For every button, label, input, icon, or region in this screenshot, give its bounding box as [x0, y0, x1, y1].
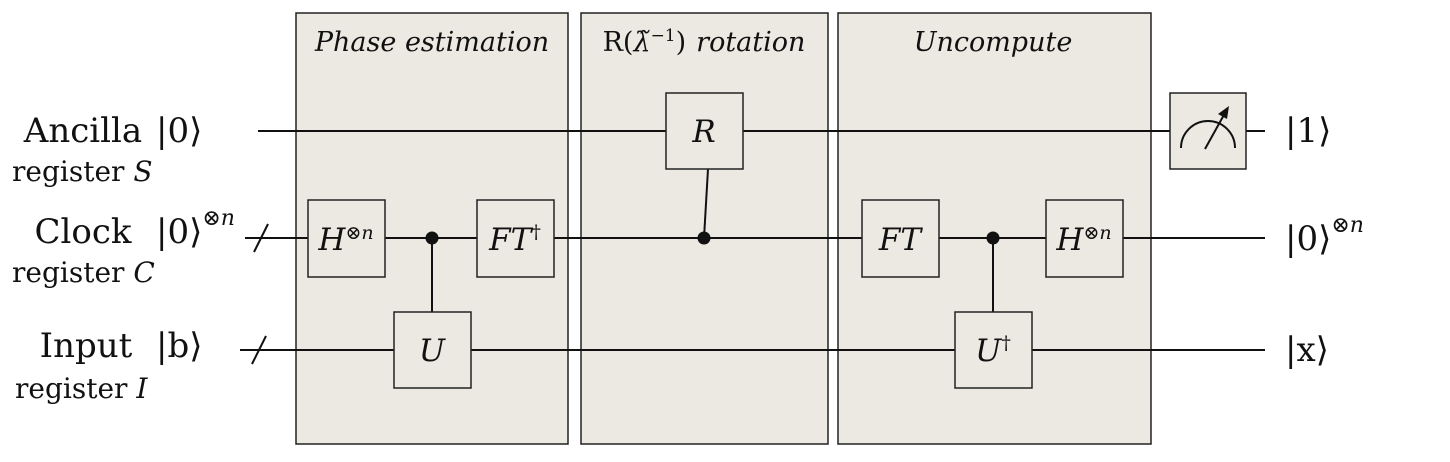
control-dot-u-dagger [986, 231, 1000, 245]
measurement-dial-arc [1180, 120, 1236, 149]
register-name-input: Input [40, 326, 133, 366]
register-label-clock: Clock |0⟩⊗n register C [12, 206, 235, 289]
output-state-clock: |0⟩⊗n [1285, 213, 1364, 259]
gate-ft: FT [861, 199, 940, 278]
gate-r-label: R [691, 114, 715, 150]
control-dot-u [425, 231, 439, 245]
gate-u: U [393, 311, 472, 389]
register-state-input: |b⟩ [156, 326, 202, 366]
gate-h-phase-estimation: H⊗n [307, 199, 386, 278]
register-name-clock: Clock [34, 212, 131, 252]
register-state-ancilla: |0⟩ [156, 111, 202, 151]
gate-ft-box [861, 199, 940, 278]
register-sub-input: register I [15, 372, 148, 405]
gate-h-box [307, 199, 386, 278]
gate-h-label: H⊗n [317, 222, 373, 258]
output-state-input: |x⟩ [1285, 330, 1329, 370]
clock-bundle-slash [253, 223, 269, 253]
output-state-ancilla: |1⟩ [1285, 111, 1331, 151]
measurement-icon [1169, 92, 1247, 170]
register-label-ancilla: Ancilla |0⟩ register S [12, 111, 202, 188]
register-label-input: Input |b⟩ register I [15, 326, 202, 405]
measurement-needle-arrow [1218, 106, 1229, 119]
register-sub-clock: register C [12, 256, 155, 289]
gate-r: R [665, 92, 744, 170]
control-line-r [703, 168, 709, 239]
gate-ft-label: FT [878, 222, 924, 258]
measurement-needle [1204, 112, 1226, 150]
stage-title-rotation: R(λ̃−1) rotation [603, 26, 806, 58]
measurement-box [1169, 92, 1247, 170]
gate-u-dagger-label: U† [975, 332, 1011, 369]
gate-r-box [665, 92, 744, 170]
gate-ft-dagger-label: FT† [488, 221, 541, 258]
register-sub-ancilla: register S [12, 155, 153, 188]
register-state-clock: |0⟩⊗n [156, 206, 235, 252]
register-name-ancilla: Ancilla [23, 111, 142, 151]
gate-u-dagger: U† [954, 311, 1033, 389]
stage-title-uncompute: Uncompute [914, 27, 1073, 58]
stage-title-phase-estimation: Phase estimation [314, 27, 549, 58]
rotation-title-rest: rotation [696, 27, 805, 58]
gate-h-uncompute-box [1045, 199, 1124, 278]
rotation-title-close: ) [676, 27, 687, 58]
gate-u-label: U [419, 333, 446, 369]
input-bundle-slash [251, 335, 267, 365]
gate-u-box [393, 311, 472, 389]
control-dot-r [697, 231, 711, 245]
gate-h-uncompute-label: H⊗n [1055, 222, 1111, 258]
gate-h-uncompute: H⊗n [1045, 199, 1124, 278]
gate-u-dagger-box [954, 311, 1033, 389]
gate-ft-dagger-box [476, 199, 555, 278]
rotation-title-lambda: λ̃ [632, 27, 650, 58]
rotation-title-main: R( [603, 27, 634, 58]
gate-ft-dagger: FT† [476, 199, 555, 278]
rotation-title-sup: −1 [651, 26, 676, 46]
